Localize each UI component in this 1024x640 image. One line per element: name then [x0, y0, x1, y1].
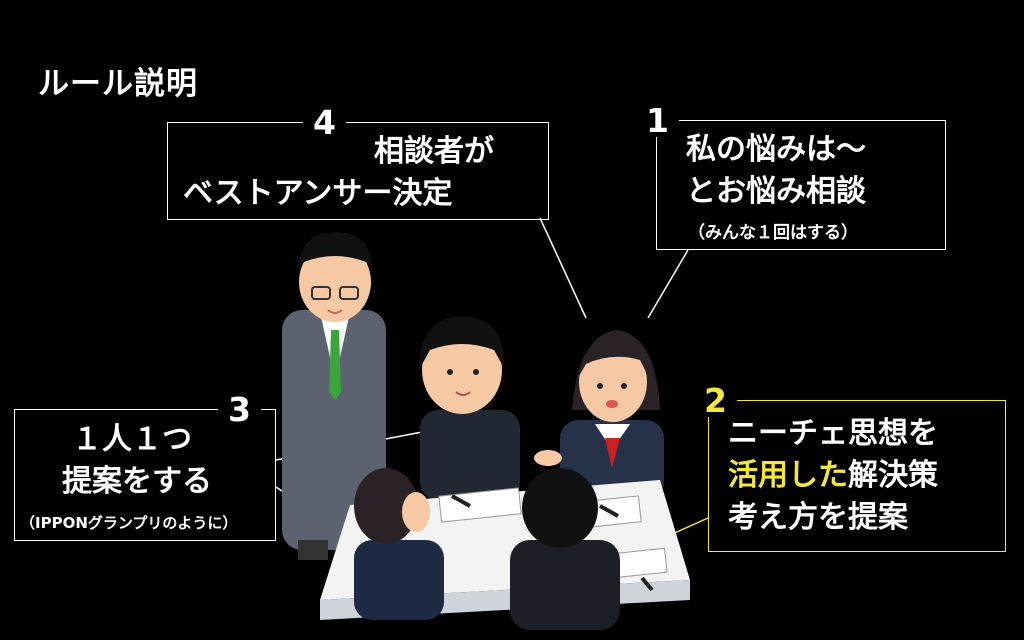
rule-box-2	[708, 400, 1006, 552]
rule-2-line1: ニーチェ思想を	[728, 416, 938, 451]
girl-student-figure	[534, 330, 664, 500]
rule-number-4: 4	[303, 106, 346, 139]
page-title: ルール説明	[38, 66, 198, 102]
rule-number-3: 3	[218, 393, 261, 426]
girl-front-left-figure	[354, 468, 444, 620]
rule-number-1: 1	[636, 104, 679, 137]
rule-1-line1: 私の悩みは〜	[686, 132, 866, 167]
pointer-line-4	[539, 217, 587, 319]
rule-box-1	[656, 120, 946, 250]
rule-number-2: 2	[694, 384, 737, 417]
rule-box-3	[14, 409, 276, 541]
boy-front-figure	[510, 468, 620, 630]
rule-2-line2-rest: 解決策	[848, 458, 938, 493]
rule-1-note: （みんな１回はする）	[688, 223, 858, 243]
rule-1-line2: とお悩み相談	[686, 174, 866, 209]
rule-4-line1: 相談者が	[374, 134, 494, 169]
rule-2-highlight: 活用した	[728, 458, 848, 493]
rule-2-line2: 活用した解決策	[728, 454, 938, 498]
rule-box-4	[167, 122, 549, 220]
rule-2-line3: 考え方を提案	[728, 500, 908, 535]
rule-3-line2: 提案をする	[62, 464, 212, 499]
rule-4-line2: ベストアンサー決定	[183, 176, 453, 211]
pointer-line-1	[647, 249, 689, 319]
rule-3-line1: １人１つ	[72, 422, 192, 457]
boy-student-figure	[419, 316, 520, 500]
rule-3-note: （IPPONグランプリのように）	[20, 514, 238, 532]
